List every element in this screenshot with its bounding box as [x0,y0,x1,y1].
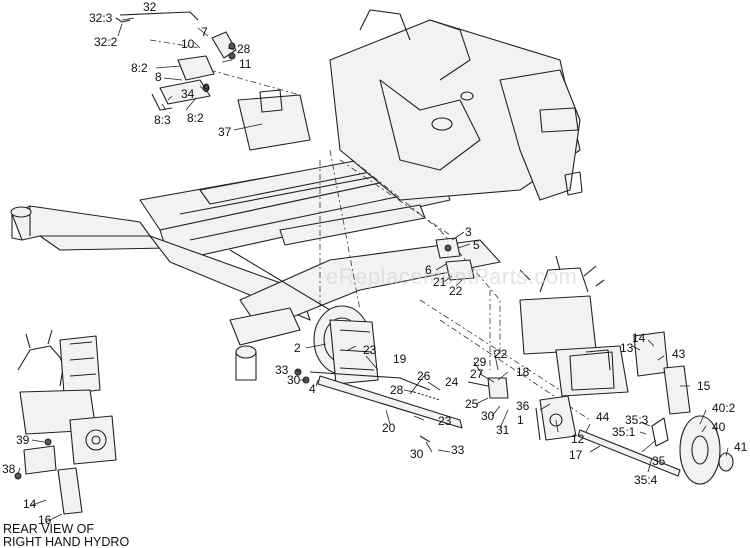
label-6: 6 [425,263,432,277]
bracket-plate [435,237,475,281]
label-36: 36 [516,399,530,413]
label-16: 16 [38,513,52,527]
label-8-2-bottom: 8:2 [187,111,204,125]
label-8: 8 [155,70,162,84]
label-43: 43 [672,347,686,361]
label-31: 31 [496,423,510,437]
label-25: 25 [465,397,479,411]
leader-lines [17,17,729,523]
label-38: 38 [2,462,16,476]
label-35-4: 35:4 [634,473,658,487]
main-frame [10,9,583,381]
label-41: 41 [734,440,748,454]
left-hydro-assembly [294,305,509,443]
label-37: 37 [218,125,232,139]
label-30-bottom: 30 [410,447,424,461]
label-34: 34 [181,87,195,101]
label-14-inset: 14 [23,497,37,511]
label-4: 4 [309,382,316,396]
label-1: 1 [517,413,524,427]
label-8-2-top: 8:2 [131,61,148,75]
parking-brake-linkage [115,11,237,111]
label-20: 20 [382,421,396,435]
caption-line-2: RIGHT HAND HYDRO [3,535,129,548]
label-5: 5 [473,238,480,252]
label-35-1: 35:1 [612,425,636,439]
label-19: 19 [393,352,407,366]
label-2: 2 [294,341,301,355]
label-29: 29 [473,355,487,369]
label-18: 18 [516,365,530,379]
label-39: 39 [16,433,30,447]
label-32-2: 32:2 [94,35,118,49]
label-27: 27 [470,367,484,381]
watermark-text: eReplacementParts.com [326,264,577,289]
label-23-bottom: 23 [438,414,452,428]
rear-view-inset [14,329,117,515]
label-21: 21 [433,275,447,289]
label-28-mid: 28 [390,383,404,397]
label-40-2: 40:2 [712,401,736,415]
label-35: 35 [652,454,666,468]
part-labels: 32 32:3 32:2 7 10 28 11 8:2 8 34 9 8:3 8… [2,0,748,527]
label-3: 3 [465,225,472,239]
label-26: 26 [417,369,431,383]
label-23-top: 23 [363,343,377,357]
label-14-right: 14 [632,331,646,345]
inset-caption: REAR VIEW OF RIGHT HAND HYDRO [3,522,129,548]
label-33-bottom: 33 [451,443,465,457]
label-7: 7 [201,25,208,39]
label-33-top: 33 [275,363,289,377]
label-11: 11 [239,57,252,71]
label-44: 44 [596,410,610,424]
label-30-mid: 30 [481,409,495,423]
label-13: 13 [620,341,634,355]
label-30-left: 30 [287,373,301,387]
label-8-3: 8:3 [154,113,171,127]
right-hydro-assembly [519,255,734,485]
label-22-top: 22 [449,284,463,298]
label-40: 40 [712,420,726,434]
label-12: 12 [571,432,585,446]
label-24: 24 [445,375,459,389]
label-17: 17 [569,448,583,462]
label-32: 32 [143,0,157,14]
label-10: 10 [181,37,195,51]
label-15: 15 [697,379,711,393]
label-28-top: 28 [237,42,251,56]
caption-line-1: REAR VIEW OF [3,522,94,536]
label-22-mid: 22 [494,347,508,361]
label-32-3: 32:3 [89,11,113,25]
label-35-3: 35:3 [625,413,649,427]
label-9: 9 [203,81,210,95]
